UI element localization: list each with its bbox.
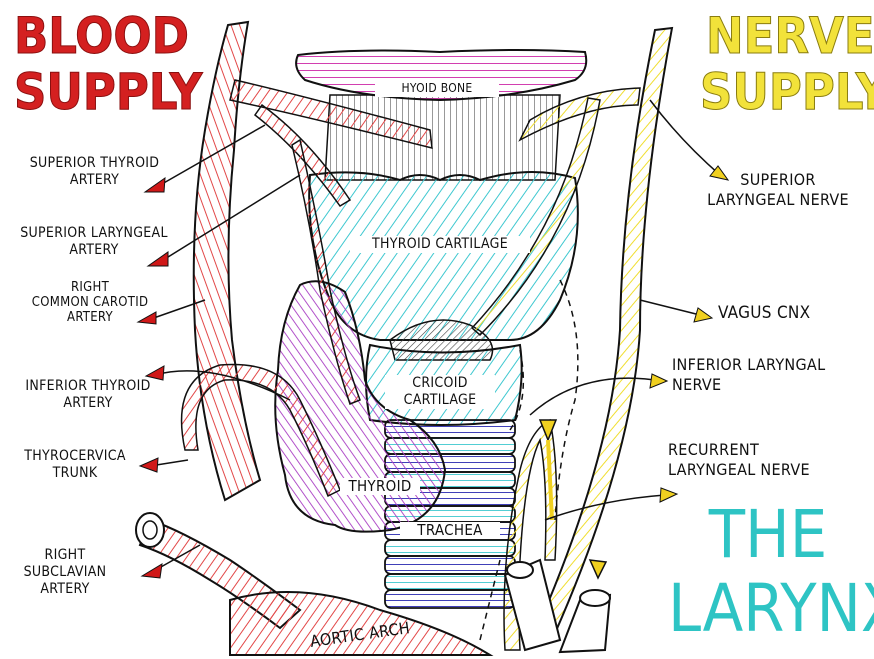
nerve-supply-title: NERVE SUPPLY: [700, 8, 874, 120]
label-text: INFERIOR THYROID: [8, 378, 168, 395]
blood-title-line1: BLOOD: [14, 8, 202, 64]
label-text: ARTERY: [4, 242, 184, 259]
label-thyroid: THYROID: [340, 478, 420, 495]
label-text: LARYNGEAL NERVE: [668, 460, 868, 480]
the-larynx-title: THE LARYNX: [668, 498, 868, 646]
label-text: CRICOID: [385, 375, 495, 392]
label-text: SUBCLAVIAN: [20, 564, 110, 581]
label-text: RECURRENT: [668, 440, 868, 460]
label-text: THYROID CARTILAGE: [350, 236, 530, 253]
label-superior-laryngeal-artery: SUPERIOR LARYNGEAL ARTERY: [4, 225, 184, 259]
label-hyoid-bone: HYOID BONE: [375, 80, 499, 97]
label-text: HYOID BONE: [377, 80, 497, 97]
label-text: RIGHT: [10, 280, 170, 295]
label-superior-thyroid-artery: SUPERIOR THYROID ARTERY: [12, 155, 177, 189]
label-right-subclavian-artery: RIGHT SUBCLAVIAN ARTERY: [20, 547, 110, 598]
label-text: INFERIOR LARYNGAL: [672, 355, 872, 375]
label-text: ARTERY: [8, 395, 168, 412]
label-text: ARTERY: [20, 581, 110, 598]
label-inferior-laryngeal-nerve: INFERIOR LARYNGAL NERVE: [672, 355, 872, 395]
label-superior-laryngeal-nerve: SUPERIOR LARYNGEAL NERVE: [688, 170, 868, 210]
larynx-title-line2: LARYNX: [668, 572, 868, 646]
label-text: LARYNGEAL NERVE: [688, 190, 868, 210]
blood-supply-title: BLOOD SUPPLY: [14, 8, 202, 120]
label-recurrent-laryngeal-nerve: RECURRENT LARYNGEAL NERVE: [668, 440, 868, 480]
label-text: SUPERIOR: [688, 170, 868, 190]
label-thyroid-cartilage: THYROID CARTILAGE: [350, 236, 530, 253]
label-text: SUPERIOR THYROID: [12, 155, 177, 172]
label-right-common-carotid-artery: RIGHT COMMON CAROTID ARTERY: [10, 280, 170, 325]
label-text: ARTERY: [12, 172, 177, 189]
blood-title-line2: SUPPLY: [14, 64, 202, 120]
nerve-title-line1: NERVE: [700, 8, 874, 64]
label-text: SUPERIOR LARYNGEAL: [4, 225, 184, 242]
label-trachea: TRACHEA: [400, 522, 500, 539]
label-text: RIGHT: [20, 547, 110, 564]
label-vagus-nerve: VAGUS CNX: [718, 305, 858, 322]
label-text: ARTERY: [10, 310, 170, 325]
label-inferior-thyroid-artery: INFERIOR THYROID ARTERY: [8, 378, 168, 412]
label-text: COMMON CAROTID: [10, 295, 170, 310]
label-text: NERVE: [672, 375, 872, 395]
label-text: THYROCERVICA: [10, 448, 140, 465]
label-text: TRUNK: [10, 465, 140, 482]
label-text: TRACHEA: [400, 522, 500, 539]
nerve-title-line2: SUPPLY: [700, 64, 874, 120]
label-text: VAGUS CNX: [718, 305, 858, 322]
label-thyrocervical-trunk: THYROCERVICA TRUNK: [10, 448, 140, 482]
larynx-title-line1: THE: [668, 498, 868, 572]
label-text: CARTILAGE: [385, 392, 495, 409]
label-text: THYROID: [340, 478, 420, 495]
label-cricoid-cartilage: CRICOID CARTILAGE: [385, 375, 495, 409]
